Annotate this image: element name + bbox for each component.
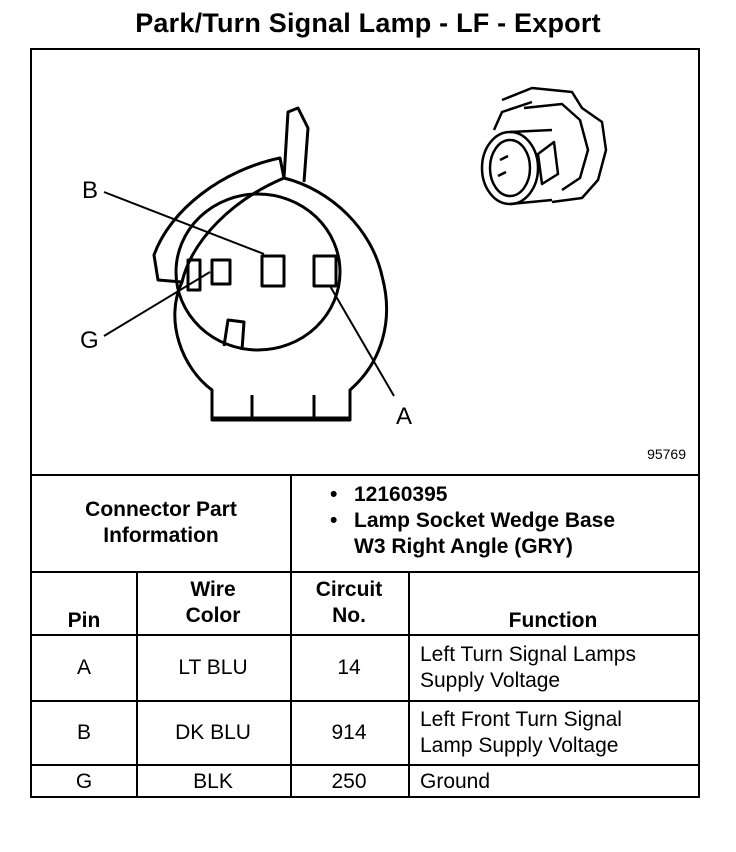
part-number: 12160395 — [328, 482, 615, 508]
table-row-divider-1 — [32, 700, 698, 702]
divider-connector-info — [290, 474, 292, 571]
connector-outer-shell — [173, 176, 389, 420]
callout-b-leader — [103, 191, 265, 255]
table-col-divider-2 — [290, 571, 292, 798]
row-g-circuit: 250 — [331, 770, 367, 793]
connector-part-label: Connector Part Information — [32, 474, 290, 571]
row-b-function-line2: Lamp Supply Voltage — [420, 734, 619, 757]
row-a-pin: A — [76, 656, 91, 679]
page-title: Park/Turn Signal Lamp - LF - Export — [135, 8, 601, 38]
connector-socket-ring — [174, 192, 342, 352]
callout-b: B — [82, 177, 98, 204]
row-a-function-line2: Supply Voltage — [420, 669, 561, 692]
row-b-pin: B — [76, 721, 91, 744]
callout-g-leader — [103, 271, 211, 337]
row-a-wire-color: LT BLU — [178, 656, 248, 679]
connector-latch-tab — [282, 106, 310, 183]
row-a-function-line1: Left Turn Signal Lamps — [420, 643, 636, 666]
header-wire-line1: Wire — [190, 578, 236, 601]
row-g-pin: G — [75, 770, 93, 793]
pin-a-cavity — [312, 254, 338, 288]
header-function: Function — [508, 609, 598, 632]
divider-table-top — [32, 571, 698, 573]
connector-drawing: B G A 95769 — [32, 50, 698, 474]
callout-g: G — [80, 327, 99, 354]
table-col-divider-3 — [408, 571, 410, 798]
header-circuit-no: Circuit No. — [290, 574, 408, 632]
callout-a-leader — [329, 285, 395, 397]
header-wire-line2: Color — [185, 604, 241, 627]
row-a-function: Left Turn Signal Lamps Supply Voltage — [408, 636, 698, 700]
connector-side-rib — [186, 258, 202, 292]
header-circuit-line1: Circuit — [315, 578, 383, 601]
part-description-line1: Lamp Socket Wedge Base — [328, 508, 615, 534]
connector-3d-view — [480, 86, 608, 206]
diagram-frame: B G A 95769 Connector Part Information — [30, 48, 700, 798]
connector-face-illustration: B G A — [80, 86, 608, 430]
connector-label-line2: Information — [103, 523, 219, 547]
row-b-function-line1: Left Front Turn Signal — [420, 708, 622, 731]
header-pin: Pin — [67, 609, 101, 632]
callout-a: A — [396, 403, 412, 430]
header-wire-color: Wire Color — [136, 574, 290, 632]
table-col-divider-1 — [136, 571, 138, 798]
connector-outer-hood — [152, 156, 286, 284]
connector-key-notch — [222, 318, 246, 351]
row-g-wire-color: BLK — [193, 770, 233, 793]
row-b-function: Left Front Turn Signal Lamp Supply Volta… — [408, 702, 698, 764]
pin-g-cavity — [210, 258, 232, 286]
pin-b-cavity — [260, 254, 286, 288]
figure-number: 95769 — [647, 446, 686, 462]
connector-part-info: 12160395 Lamp Socket Wedge Base W3 Right… — [328, 482, 615, 560]
table-row-divider-2 — [32, 764, 698, 766]
connector-label-line1: Connector Part — [85, 497, 237, 521]
row-b-wire-color: DK BLU — [175, 721, 251, 744]
part-description-line2: W3 Right Angle (GRY) — [354, 535, 573, 558]
table-header-divider — [32, 634, 698, 636]
connector-lower-base — [210, 390, 352, 422]
row-a-circuit: 14 — [337, 656, 361, 679]
row-g-function: Ground — [420, 770, 491, 793]
divider-drawing — [32, 474, 698, 476]
row-b-circuit: 914 — [331, 721, 367, 744]
header-circuit-line2: No. — [332, 604, 366, 627]
